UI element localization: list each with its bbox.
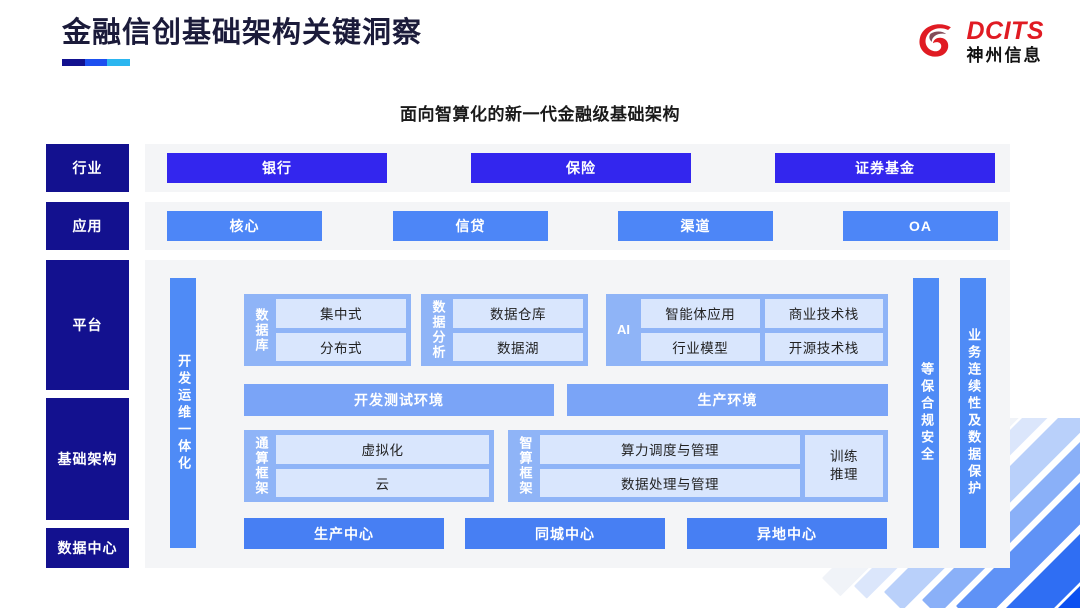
industry-chip-bank[interactable]: 银行 <box>167 153 387 183</box>
group-label: 通算框架 <box>253 436 269 496</box>
platform-shell: 开发运维一体化 等保合规安全 业务连续性及数据保护 数据库 集中式 分布式 数据… <box>145 260 1010 568</box>
title-accent-bar <box>62 58 131 66</box>
rail-label: 应用 <box>72 218 103 234</box>
rail-item-datacenter[interactable]: 数据中心 <box>46 528 129 568</box>
rail-item-application[interactable]: 应用 <box>46 202 129 250</box>
cell-virtualization[interactable]: 虚拟化 <box>276 435 489 464</box>
rail-label: 行业 <box>72 160 103 176</box>
environment-dev-test[interactable]: 开发测试环境 <box>244 384 554 416</box>
chip-label: 银行 <box>262 160 292 176</box>
group-database[interactable]: 数据库 集中式 分布式 <box>244 294 411 366</box>
chip-label: 保险 <box>566 160 596 176</box>
industry-chip-insurance[interactable]: 保险 <box>471 153 691 183</box>
application-chip-core[interactable]: 核心 <box>167 211 322 241</box>
cell-distributed[interactable]: 分布式 <box>276 332 406 361</box>
chip-label: 同城中心 <box>535 525 595 542</box>
cell-commercial-stack[interactable]: 商业技术栈 <box>764 299 883 328</box>
training-label: 训练 <box>830 448 858 464</box>
platform-rail-devops[interactable]: 开发运维一体化 <box>170 278 196 548</box>
application-row-shell: 核心 信贷 渠道 OA <box>145 202 1010 250</box>
rail-item-platform[interactable]: 平台 <box>46 260 129 390</box>
vrail-label: 业务连续性及数据保护 <box>966 328 982 498</box>
chip-label: 异地中心 <box>757 525 817 542</box>
vrail-label: 等保合规安全 <box>919 362 935 464</box>
chip-label: 生产中心 <box>314 525 374 542</box>
application-chip-credit[interactable]: 信贷 <box>393 211 548 241</box>
slide-header: 金融信创基础架构关键洞察 <box>62 17 423 66</box>
group-label: 数据分析 <box>430 300 446 360</box>
group-label: 智算框架 <box>517 436 533 496</box>
datacenter-production[interactable]: 生产中心 <box>244 518 444 549</box>
dcits-swirl-logo-icon <box>918 24 951 57</box>
cell-industry-model[interactable]: 行业模型 <box>641 332 760 361</box>
environment-production[interactable]: 生产环境 <box>567 384 888 416</box>
group-general-compute-framework[interactable]: 通算框架 虚拟化 云 <box>244 430 494 502</box>
cell-training-inference[interactable]: 训练 推理 <box>805 435 883 497</box>
industry-row-shell: 银行 保险 证券基金 <box>145 144 1010 192</box>
logo-text-cn: 神州信息 <box>966 45 1043 65</box>
vrail-label: 开发运维一体化 <box>176 353 192 473</box>
cell-cloud[interactable]: 云 <box>276 468 489 497</box>
rail-label: 平台 <box>72 317 103 333</box>
group-label: 数据库 <box>253 307 269 353</box>
chip-label: 生产环境 <box>697 392 758 408</box>
industry-chip-securities[interactable]: 证券基金 <box>775 153 995 183</box>
chip-label: 证券基金 <box>855 160 915 176</box>
rail-label: 数据中心 <box>57 540 118 556</box>
group-label: AI <box>617 321 630 337</box>
application-chip-channel[interactable]: 渠道 <box>618 211 773 241</box>
inference-label: 推理 <box>830 467 858 482</box>
cell-opensource-stack[interactable]: 开源技术栈 <box>764 332 883 361</box>
cell-compute-scheduling[interactable]: 算力调度与管理 <box>540 435 800 464</box>
chip-label: OA <box>909 218 932 234</box>
chip-label: 开发测试环境 <box>354 392 444 408</box>
logo-text-en: DCITS <box>966 16 1044 45</box>
rail-item-industry[interactable]: 行业 <box>46 144 129 192</box>
platform-rail-business-continuity[interactable]: 业务连续性及数据保护 <box>960 278 986 548</box>
cell-data-warehouse[interactable]: 数据仓库 <box>453 299 583 328</box>
cell-data-lake[interactable]: 数据湖 <box>453 332 583 361</box>
group-data-analytics[interactable]: 数据分析 数据仓库 数据湖 <box>421 294 588 366</box>
page-subtitle: 面向智算化的新一代金融级基础架构 <box>400 105 680 124</box>
rail-label: 基础架构 <box>57 451 118 467</box>
brand-logo: DCITS 神州信息 <box>915 18 1045 64</box>
datacenter-same-city[interactable]: 同城中心 <box>465 518 665 549</box>
rail-item-infrastructure[interactable]: 基础架构 <box>46 398 129 520</box>
chip-label: 核心 <box>229 218 260 234</box>
platform-rail-compliance-security[interactable]: 等保合规安全 <box>913 278 939 548</box>
cell-centralized[interactable]: 集中式 <box>276 299 406 328</box>
chip-label: 渠道 <box>680 218 711 234</box>
datacenter-remote[interactable]: 异地中心 <box>687 518 887 549</box>
chip-label: 信贷 <box>455 218 486 234</box>
application-chip-oa[interactable]: OA <box>843 211 998 241</box>
group-intelligent-compute-framework[interactable]: 智算框架 算力调度与管理 数据处理与管理 训练 推理 <box>508 430 888 502</box>
cell-agent-application[interactable]: 智能体应用 <box>641 299 760 328</box>
group-ai[interactable]: AI 智能体应用 商业技术栈 行业模型 开源技术栈 <box>606 294 888 366</box>
page-title: 金融信创基础架构关键洞察 <box>62 17 423 49</box>
cell-data-processing[interactable]: 数据处理与管理 <box>540 468 800 497</box>
